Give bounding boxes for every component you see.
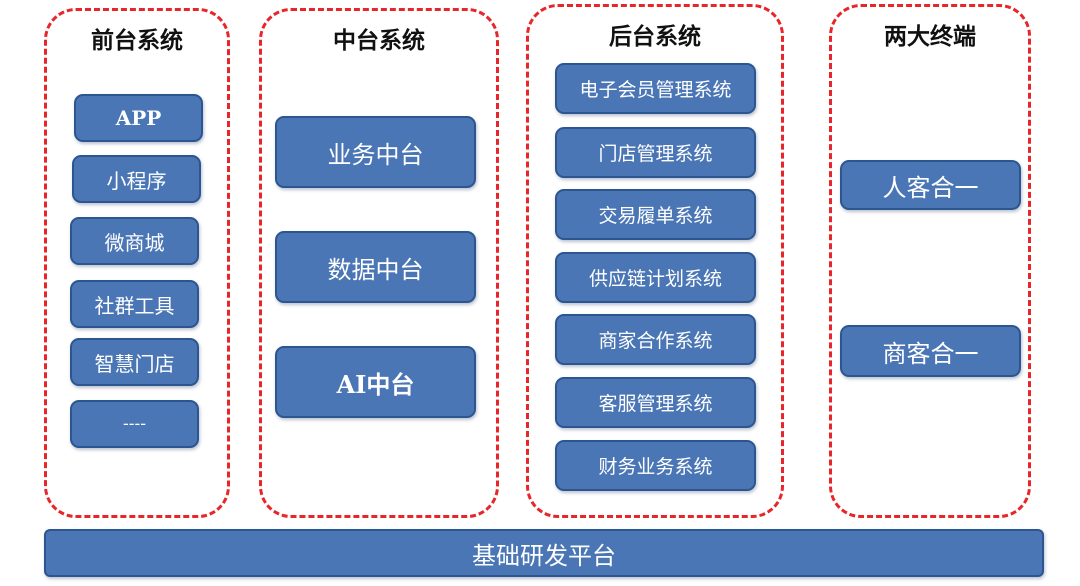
- terminals-group: 两大终端: [829, 4, 1031, 518]
- frontend-item-community-tools: 社群工具: [70, 280, 199, 328]
- backend-item-e-membership: 电子会员管理系统: [555, 63, 756, 114]
- terminal-item-human-customer: 人客合一: [840, 160, 1021, 210]
- backend-item-finance: 财务业务系统: [555, 440, 756, 491]
- backend-system-title: 后台系统: [609, 23, 701, 50]
- frontend-item-more: ----: [70, 400, 199, 448]
- frontend-system-title: 前台系统: [91, 27, 183, 54]
- backend-item-store-management: 门店管理系统: [555, 127, 756, 178]
- middle-item-data: 数据中台: [275, 231, 476, 303]
- middle-platform-title: 中台系统: [333, 27, 425, 54]
- frontend-item-micro-mall: 微商城: [70, 217, 199, 265]
- backend-item-merchant-cooperation: 商家合作系统: [555, 314, 756, 365]
- frontend-item-smart-store: 智慧门店: [70, 338, 199, 386]
- backend-item-customer-service: 客服管理系统: [555, 377, 756, 428]
- terminal-item-merchant-customer: 商客合一: [840, 325, 1021, 377]
- frontend-item-app: APP: [74, 94, 203, 142]
- middle-item-ai: AI中台: [275, 346, 476, 418]
- frontend-item-mini-program: 小程序: [72, 155, 201, 203]
- terminals-title: 两大终端: [884, 23, 976, 50]
- backend-item-order-fulfillment: 交易履单系统: [555, 189, 756, 240]
- middle-item-business: 业务中台: [275, 116, 476, 188]
- backend-item-supply-chain: 供应链计划系统: [555, 252, 756, 303]
- foundation-platform-bar: 基础研发平台: [44, 529, 1044, 577]
